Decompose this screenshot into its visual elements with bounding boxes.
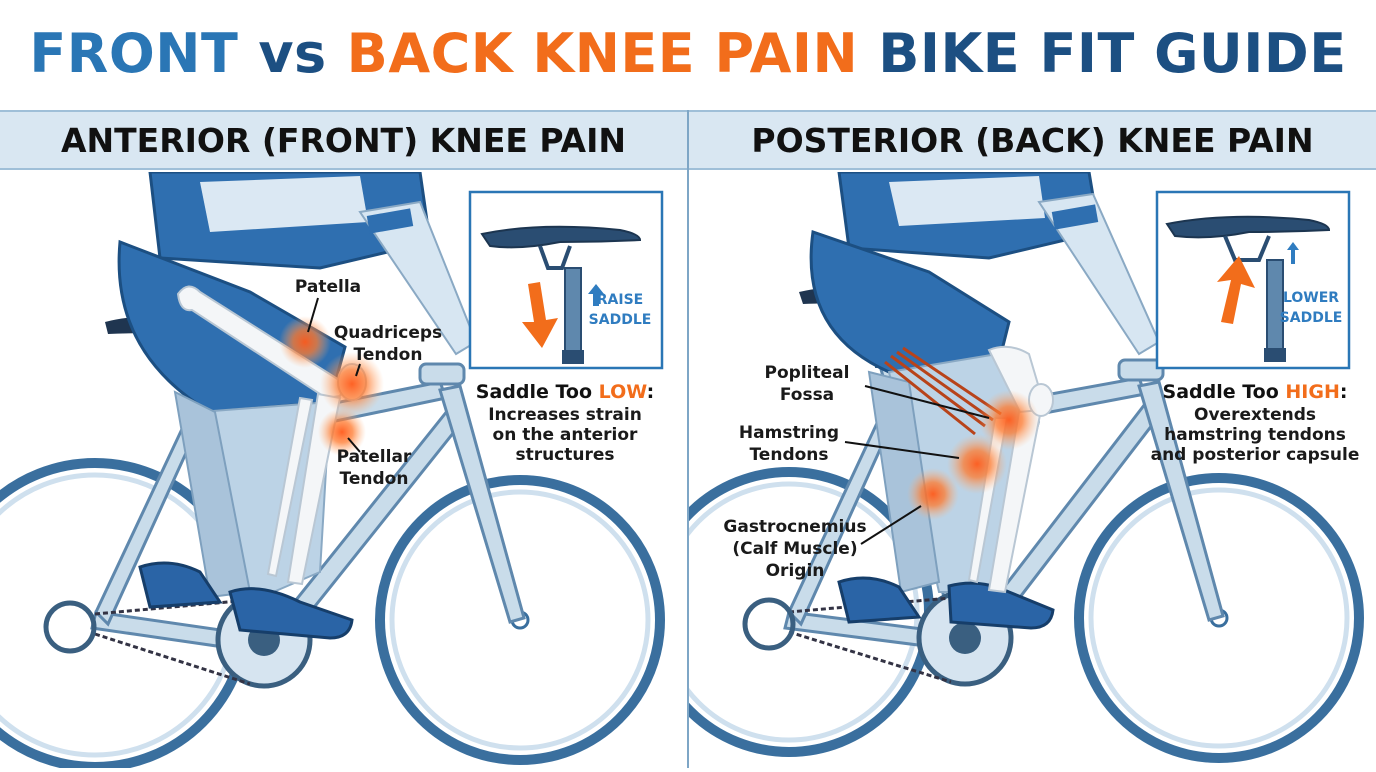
gastroc-label-line3: Origin: [766, 561, 825, 581]
pain-points: [279, 316, 384, 456]
inset-saddle-icon: [1165, 215, 1331, 239]
quadriceps-label-line1: Quadriceps: [334, 323, 442, 343]
inset-saddle-icon: [480, 225, 642, 249]
quadriceps-pain-point: [320, 352, 384, 416]
quadriceps-label-line2: Tendon: [354, 345, 423, 365]
high-caption-line4: and posterior capsule: [1151, 445, 1360, 465]
patellar-label-line2: Tendon: [340, 469, 409, 489]
anterior-scene: Patella Quadriceps Tendon Patellar Tendo…: [0, 170, 687, 772]
hamstring-pain-point: [947, 434, 1007, 494]
lower-label-line1: LOWER: [1283, 290, 1339, 306]
patella-label: Patella: [295, 277, 361, 297]
anterior-heading: ANTERIOR (FRONT) KNEE PAIN: [0, 110, 687, 170]
raise-label-line2: SADDLE: [589, 312, 652, 328]
saddle-inset: RAISE SADDLE: [468, 190, 664, 370]
gastroc-label-line2: (Calf Muscle): [732, 539, 857, 559]
small-arrow-icon: [1287, 242, 1299, 264]
low-caption-line4: structures: [515, 445, 614, 465]
popliteal-label-line1: Popliteal: [765, 363, 850, 383]
posterior-scene: Popliteal Fossa Hamstring Tendons Gastro…: [644, 170, 1376, 768]
high-caption-line3: hamstring tendons: [1164, 425, 1346, 445]
front-wheel: [1074, 473, 1364, 763]
posterior-heading: POSTERIOR (BACK) KNEE PAIN: [689, 110, 1376, 170]
posterior-illustration: Popliteal Fossa Hamstring Tendons Gastro…: [644, 170, 1364, 763]
down-arrow-icon: [522, 282, 558, 348]
high-caption-line2: Overextends: [1194, 405, 1316, 425]
saddle-too-high-caption: Saddle Too HIGH:: [1163, 381, 1348, 403]
saddle-inset: LOWER SADDLE: [1155, 190, 1351, 370]
caption-colon: :: [647, 381, 655, 403]
popliteal-pain-point: [979, 390, 1039, 450]
popliteal-label-line2: Fossa: [780, 385, 834, 405]
title-front: FRONT: [29, 21, 239, 85]
caption-low: LOW: [599, 381, 648, 403]
title-bike-fit-guide: BIKE FIT GUIDE: [878, 21, 1347, 85]
low-caption-line2: Increases strain: [488, 405, 642, 425]
raise-label-line1: RAISE: [597, 292, 643, 308]
leader-lines: [307, 297, 361, 453]
leader-lines: [844, 385, 990, 545]
up-arrow-icon: [588, 284, 604, 306]
gastroc-label-line1: Gastrocnemius: [723, 517, 866, 537]
low-caption-line3: on the anterior: [493, 425, 638, 445]
panel-divider: [687, 110, 689, 768]
title-vs: vs: [258, 21, 327, 85]
up-arrow-icon: [1217, 256, 1255, 324]
patellar-label-line1: Patellar: [337, 447, 412, 467]
saddle-too-low-caption: Saddle Too LOW:: [476, 381, 654, 403]
caption-colon: :: [1340, 381, 1348, 403]
title-back-knee-pain: BACK KNEE PAIN: [346, 21, 859, 85]
anterior-illustration: Patella Quadriceps Tendon Patellar Tendo…: [0, 170, 665, 772]
gastrocnemius-pain-point: [907, 468, 959, 520]
caption-high: HIGH: [1285, 381, 1339, 403]
caption-lead: Saddle Too: [476, 381, 599, 403]
hamstring-label-line2: Tendons: [749, 445, 828, 465]
hamstring-label-line1: Hamstring: [739, 423, 839, 443]
page-title: FRONT vs BACK KNEE PAIN BIKE FIT GUIDE: [0, 0, 1376, 106]
patella-pain-point: [279, 316, 331, 368]
lower-label-line2: SADDLE: [1280, 310, 1343, 326]
caption-lead: Saddle Too: [1163, 381, 1286, 403]
